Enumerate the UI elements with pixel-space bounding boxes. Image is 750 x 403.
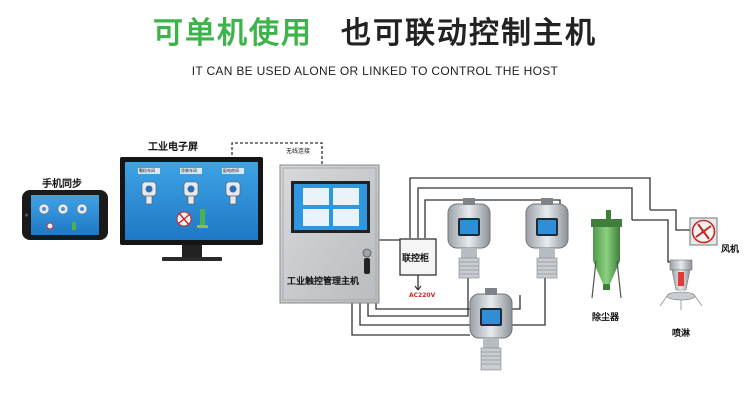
sprinkler-label: 喷淋 <box>672 329 691 339</box>
screen-label: 工业电子屏 <box>148 142 198 153</box>
controller-label: 工业触控管理主机 <box>287 277 360 287</box>
dust-collector-icon <box>591 210 622 299</box>
monitor <box>120 157 263 261</box>
page-subtitle: IT CAN BE USED ALONE OR LINKED TO CONTRO… <box>191 64 559 78</box>
phone <box>22 190 108 240</box>
phone-label: 手机同步 <box>42 179 82 190</box>
sprinkler-icon <box>659 259 703 310</box>
gas-detector-2 <box>525 198 569 279</box>
power-arrow <box>414 285 422 291</box>
linkage-cabinet <box>399 238 437 276</box>
controller-cabinet <box>279 164 380 304</box>
wireless-link <box>231 142 323 165</box>
screen-panel-3: 配电房间 <box>223 168 239 173</box>
dust-collector-label: 除尘器 <box>592 313 620 323</box>
gas-detector-1 <box>447 198 491 279</box>
power-label: AC220V <box>409 292 436 299</box>
linkage-cabinet-label: 联控柜 <box>402 254 430 264</box>
gas-detector-3 <box>469 288 513 371</box>
title-standalone: 可单机使用 <box>153 16 313 51</box>
fan-icon <box>689 217 718 246</box>
screen-panel-2: 涂装车间 <box>181 168 197 173</box>
title-linked: 也可联动控制主机 <box>341 16 597 51</box>
fan-label: 风机 <box>721 245 740 255</box>
page-title: 可单机使用也可联动控制主机 <box>0 8 750 52</box>
screen-panel-1: 颗粒车间 <box>139 168 155 173</box>
wires <box>231 142 690 336</box>
wireless-label: 无线连接 <box>286 148 311 155</box>
